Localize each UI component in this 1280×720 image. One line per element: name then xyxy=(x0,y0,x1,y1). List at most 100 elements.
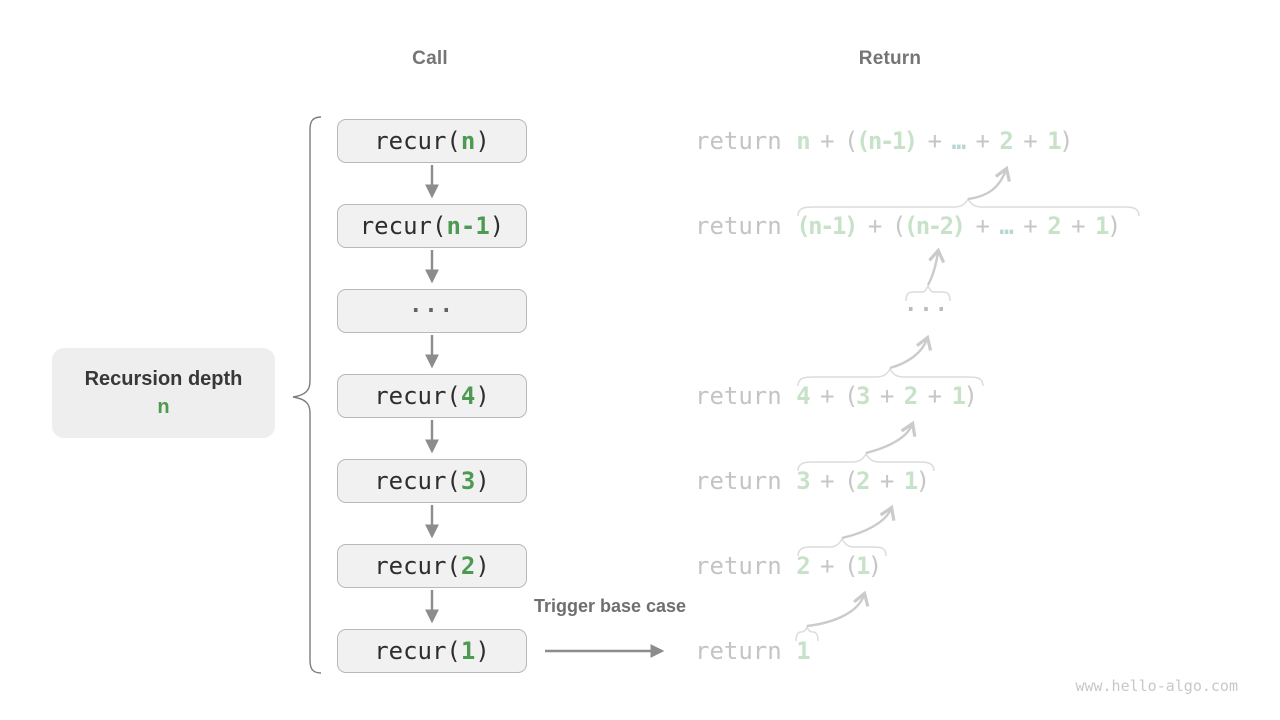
call-box-token: recur( xyxy=(374,127,461,155)
expression-token: + xyxy=(1011,212,1048,240)
expression-token: (n-2) xyxy=(903,212,966,240)
call-box-1: recur(n) xyxy=(337,119,527,163)
expression-token: + xyxy=(963,212,1000,240)
expression-token: ) xyxy=(915,467,930,495)
call-box-token: recur( xyxy=(374,467,461,495)
call-box-token: recur( xyxy=(374,552,461,580)
expression-token: ) xyxy=(963,382,978,410)
call-box-token: ) xyxy=(475,382,490,410)
call-box-6: recur(2) xyxy=(337,544,527,588)
expression-token: 2 xyxy=(999,127,1013,155)
call-box-2: recur(n-1) xyxy=(337,204,527,248)
expression-token: 3 xyxy=(855,382,870,410)
call-box-token: 3 xyxy=(460,467,476,495)
expression-token: ( xyxy=(844,382,858,410)
expression-token: 4 xyxy=(796,382,810,410)
expression-token: 3 xyxy=(796,467,810,495)
recursion-depth-label: Recursion depth n xyxy=(52,348,275,438)
return-column-header: Return xyxy=(858,48,922,69)
return-keyword: return xyxy=(695,382,782,410)
return-expression: 4 + (3 + 2 + 1) xyxy=(796,382,978,410)
return-flow-arrow-icon xyxy=(967,165,1011,201)
call-box-token: ) xyxy=(475,467,490,495)
expression-token: + xyxy=(808,127,845,155)
return-flow-arrow-icon xyxy=(865,420,917,455)
expression-token: 1 xyxy=(1047,127,1061,155)
return-expression: (n-1) + ((n-2) + … + 2 + 1) xyxy=(796,212,1121,240)
expression-token: 1 xyxy=(903,467,918,495)
expression-token: n xyxy=(796,127,810,155)
expression-token: + xyxy=(855,212,892,240)
expression-token: … xyxy=(999,212,1013,240)
call-box-token: 2 xyxy=(460,552,476,580)
return-keyword: return xyxy=(695,127,782,155)
return-statement-7: return 1 xyxy=(695,636,811,666)
return-statement-2: return (n-1) + ((n-2) + … + 2 + 1) xyxy=(695,211,1121,241)
call-box-token: n xyxy=(460,127,476,155)
expression-token: 2 xyxy=(855,467,870,495)
expression-token: + xyxy=(1011,127,1048,155)
return-keyword: return xyxy=(695,637,782,665)
return-flow-arrow-icon xyxy=(841,504,896,540)
call-box-token: n-1 xyxy=(446,212,490,240)
return-keyword: return xyxy=(695,467,782,495)
expression-token: + xyxy=(915,127,952,155)
expression-token: + xyxy=(915,382,952,410)
return-keyword: return xyxy=(695,552,782,580)
expression-token: 2 xyxy=(1047,212,1061,240)
return-ellipsis: ··· xyxy=(904,298,950,323)
expression-token: (n-1) xyxy=(855,127,918,155)
recursion-depth-text: Recursion depth xyxy=(84,367,243,390)
return-expression: 2 + (1) xyxy=(796,552,882,580)
expression-token: (n-1) xyxy=(796,212,858,240)
call-box-token: ) xyxy=(475,552,490,580)
expression-token: … xyxy=(951,127,966,155)
return-expression: n + ((n-1) + … + 2 + 1) xyxy=(796,127,1073,155)
expression-token: 2 xyxy=(903,382,918,410)
expression-token: ) xyxy=(1059,127,1073,155)
expression-token: + xyxy=(867,467,904,495)
expression-token: + xyxy=(808,552,845,580)
expression-token: ) xyxy=(1106,212,1121,240)
return-expression: 3 + (2 + 1) xyxy=(796,467,930,495)
call-box-5: recur(3) xyxy=(337,459,527,503)
call-box-token: 1 xyxy=(460,637,476,665)
call-box-7: recur(1) xyxy=(337,629,527,673)
call-box-token: recur( xyxy=(359,212,447,240)
return-statement-5: return 3 + (2 + 1) xyxy=(695,466,930,496)
call-column-header: Call xyxy=(412,48,448,69)
expression-token: ( xyxy=(844,127,858,155)
trigger-base-case-label: Trigger base case xyxy=(533,596,687,616)
expression-token: + xyxy=(808,382,845,410)
return-flow-arrow-icon xyxy=(889,334,933,370)
call-box-token: 4 xyxy=(460,382,476,410)
call-box-token: recur( xyxy=(374,637,461,665)
call-box-token: ) xyxy=(489,212,505,240)
expression-token: 1 xyxy=(855,552,870,580)
expression-token: + xyxy=(963,127,1000,155)
expression-token: + xyxy=(808,467,845,495)
expression-token: 2 xyxy=(796,552,810,580)
expression-token: 1 xyxy=(796,637,810,665)
ellipsis-text: ··· xyxy=(409,298,455,324)
recursion-depth-brace xyxy=(292,116,322,674)
expression-token: ( xyxy=(844,467,858,495)
call-box-token: ) xyxy=(475,637,490,665)
expression-token: ) xyxy=(867,552,882,580)
return-flow-arrow-icon xyxy=(926,247,946,286)
call-box-token: recur( xyxy=(374,382,461,410)
recursion-depth-n: n xyxy=(157,395,170,418)
return-expression: 1 xyxy=(796,637,810,665)
expression-token: + xyxy=(1059,212,1095,240)
call-box-3: ··· xyxy=(337,289,527,333)
call-box-4: recur(4) xyxy=(337,374,527,418)
expression-token: ( xyxy=(844,552,858,580)
call-box-token: ) xyxy=(475,127,490,155)
expression-token: 1 xyxy=(951,382,966,410)
watermark: www.hello-algo.com xyxy=(1075,677,1238,695)
return-flow-arrow-icon xyxy=(806,590,870,628)
return-keyword: return xyxy=(695,212,782,240)
expression-token: + xyxy=(867,382,904,410)
